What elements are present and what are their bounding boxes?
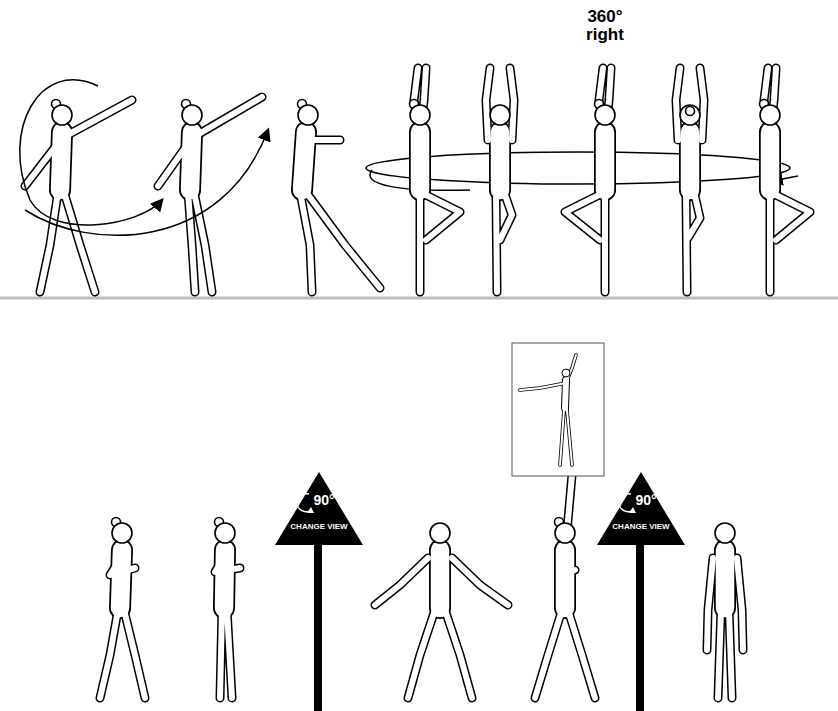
sign-pole [636,540,644,711]
gymnast-body [300,132,380,292]
gymnast-outline [707,550,743,698]
gymnast-head [298,105,318,125]
hair-bun [686,107,695,116]
gymnast-body [764,68,810,292]
gymnast-outline [565,68,611,292]
angle-text: 90° [285,492,363,508]
gymnast-head [52,105,72,125]
gymnast-outline [375,550,508,698]
angle-text: 90° [607,492,685,508]
gymnast-head [490,105,510,125]
gymnast-outline [764,68,810,292]
sign-text: CHANGE VIEW [275,522,363,532]
gymnast-outline [158,97,262,292]
rotate-icon-head [629,507,636,513]
gymnast-head [555,523,575,543]
gymnast-head [715,523,735,543]
motion-arrow [20,80,162,225]
gymnast-outline [520,355,576,465]
gymnast-outline [25,100,132,292]
gymnast-head [595,105,615,125]
sign-text: CHANGE VIEW [597,522,685,532]
inset-frame [512,343,604,476]
gymnast-body [414,68,460,292]
gymnast-head [562,369,570,377]
change-view-sign: 90° CHANGE VIEW [597,472,685,545]
gymnast-body [25,100,132,292]
gymnast-head [215,523,235,543]
gymnast-outline [486,68,514,292]
gymnast-body [676,68,704,292]
rotate-icon-head [307,507,314,513]
gymnast-head [760,105,780,125]
gymnast-head [112,523,132,543]
gymnast-body [707,550,743,698]
gymnast-outline [100,550,145,698]
gymnast-body [100,550,145,698]
gymnast-body [520,355,576,465]
gymnast-head [680,105,700,125]
gymnast-outline [535,475,595,698]
gymnast-body [535,475,595,698]
gymnast-body [375,550,508,698]
rotation-label: 360° right [578,8,632,44]
sign-shape [597,472,685,545]
sign-shape [275,472,363,545]
gymnast-body [486,68,514,292]
gymnast-head [430,523,450,543]
gymnast-head [410,105,430,125]
gymnast-outline [215,550,240,698]
ground-line [0,297,838,300]
rotate-icon [619,494,633,512]
gymnast-body [565,68,611,292]
gymnast-outline [300,132,380,292]
sign-triangle [597,472,685,545]
gymnast-body [215,550,240,698]
change-view-sign: 90° CHANGE VIEW [275,472,363,545]
sign-pole [314,540,322,711]
gymnast-head [182,105,202,125]
rotate-icon [297,494,311,512]
gymnast-body [158,97,262,292]
gymnast-outline [414,68,460,292]
motion-arrow [25,130,268,235]
gymnast-outline [676,68,704,292]
sign-triangle [275,472,363,545]
